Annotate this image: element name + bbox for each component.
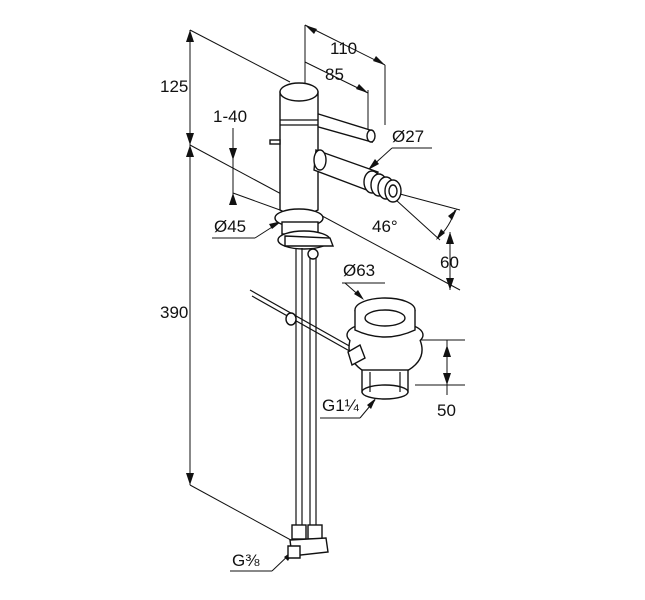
dimension-labels: 110 85 125 1-40 Ø27 Ø45 46° 60 Ø63 390 G… [160, 39, 459, 570]
dimension-lines [186, 24, 465, 572]
label-connection-thread: G⅜ [232, 551, 260, 570]
label-waste-height: 50 [437, 401, 456, 420]
label-height-top: 125 [160, 77, 188, 96]
label-total-height: 390 [160, 303, 188, 322]
aerator-outlet [363, 170, 402, 203]
label-lift-range: 1-40 [213, 107, 247, 126]
label-waste-thread: G1¼ [322, 396, 360, 415]
label-width-total: 110 [330, 39, 357, 58]
label-waste-diameter: Ø63 [343, 261, 375, 280]
waste-valve [346, 297, 424, 400]
label-outlet-diameter: Ø27 [392, 127, 424, 146]
supply-hoses [287, 248, 329, 559]
mixer-tap [269, 82, 402, 260]
label-swivel-angle: 46° [372, 217, 398, 236]
label-base-diameter: Ø45 [214, 217, 246, 236]
label-height-spout: 60 [440, 253, 459, 272]
label-width-spout: 85 [325, 65, 344, 84]
pop-up-rod [249, 289, 363, 359]
